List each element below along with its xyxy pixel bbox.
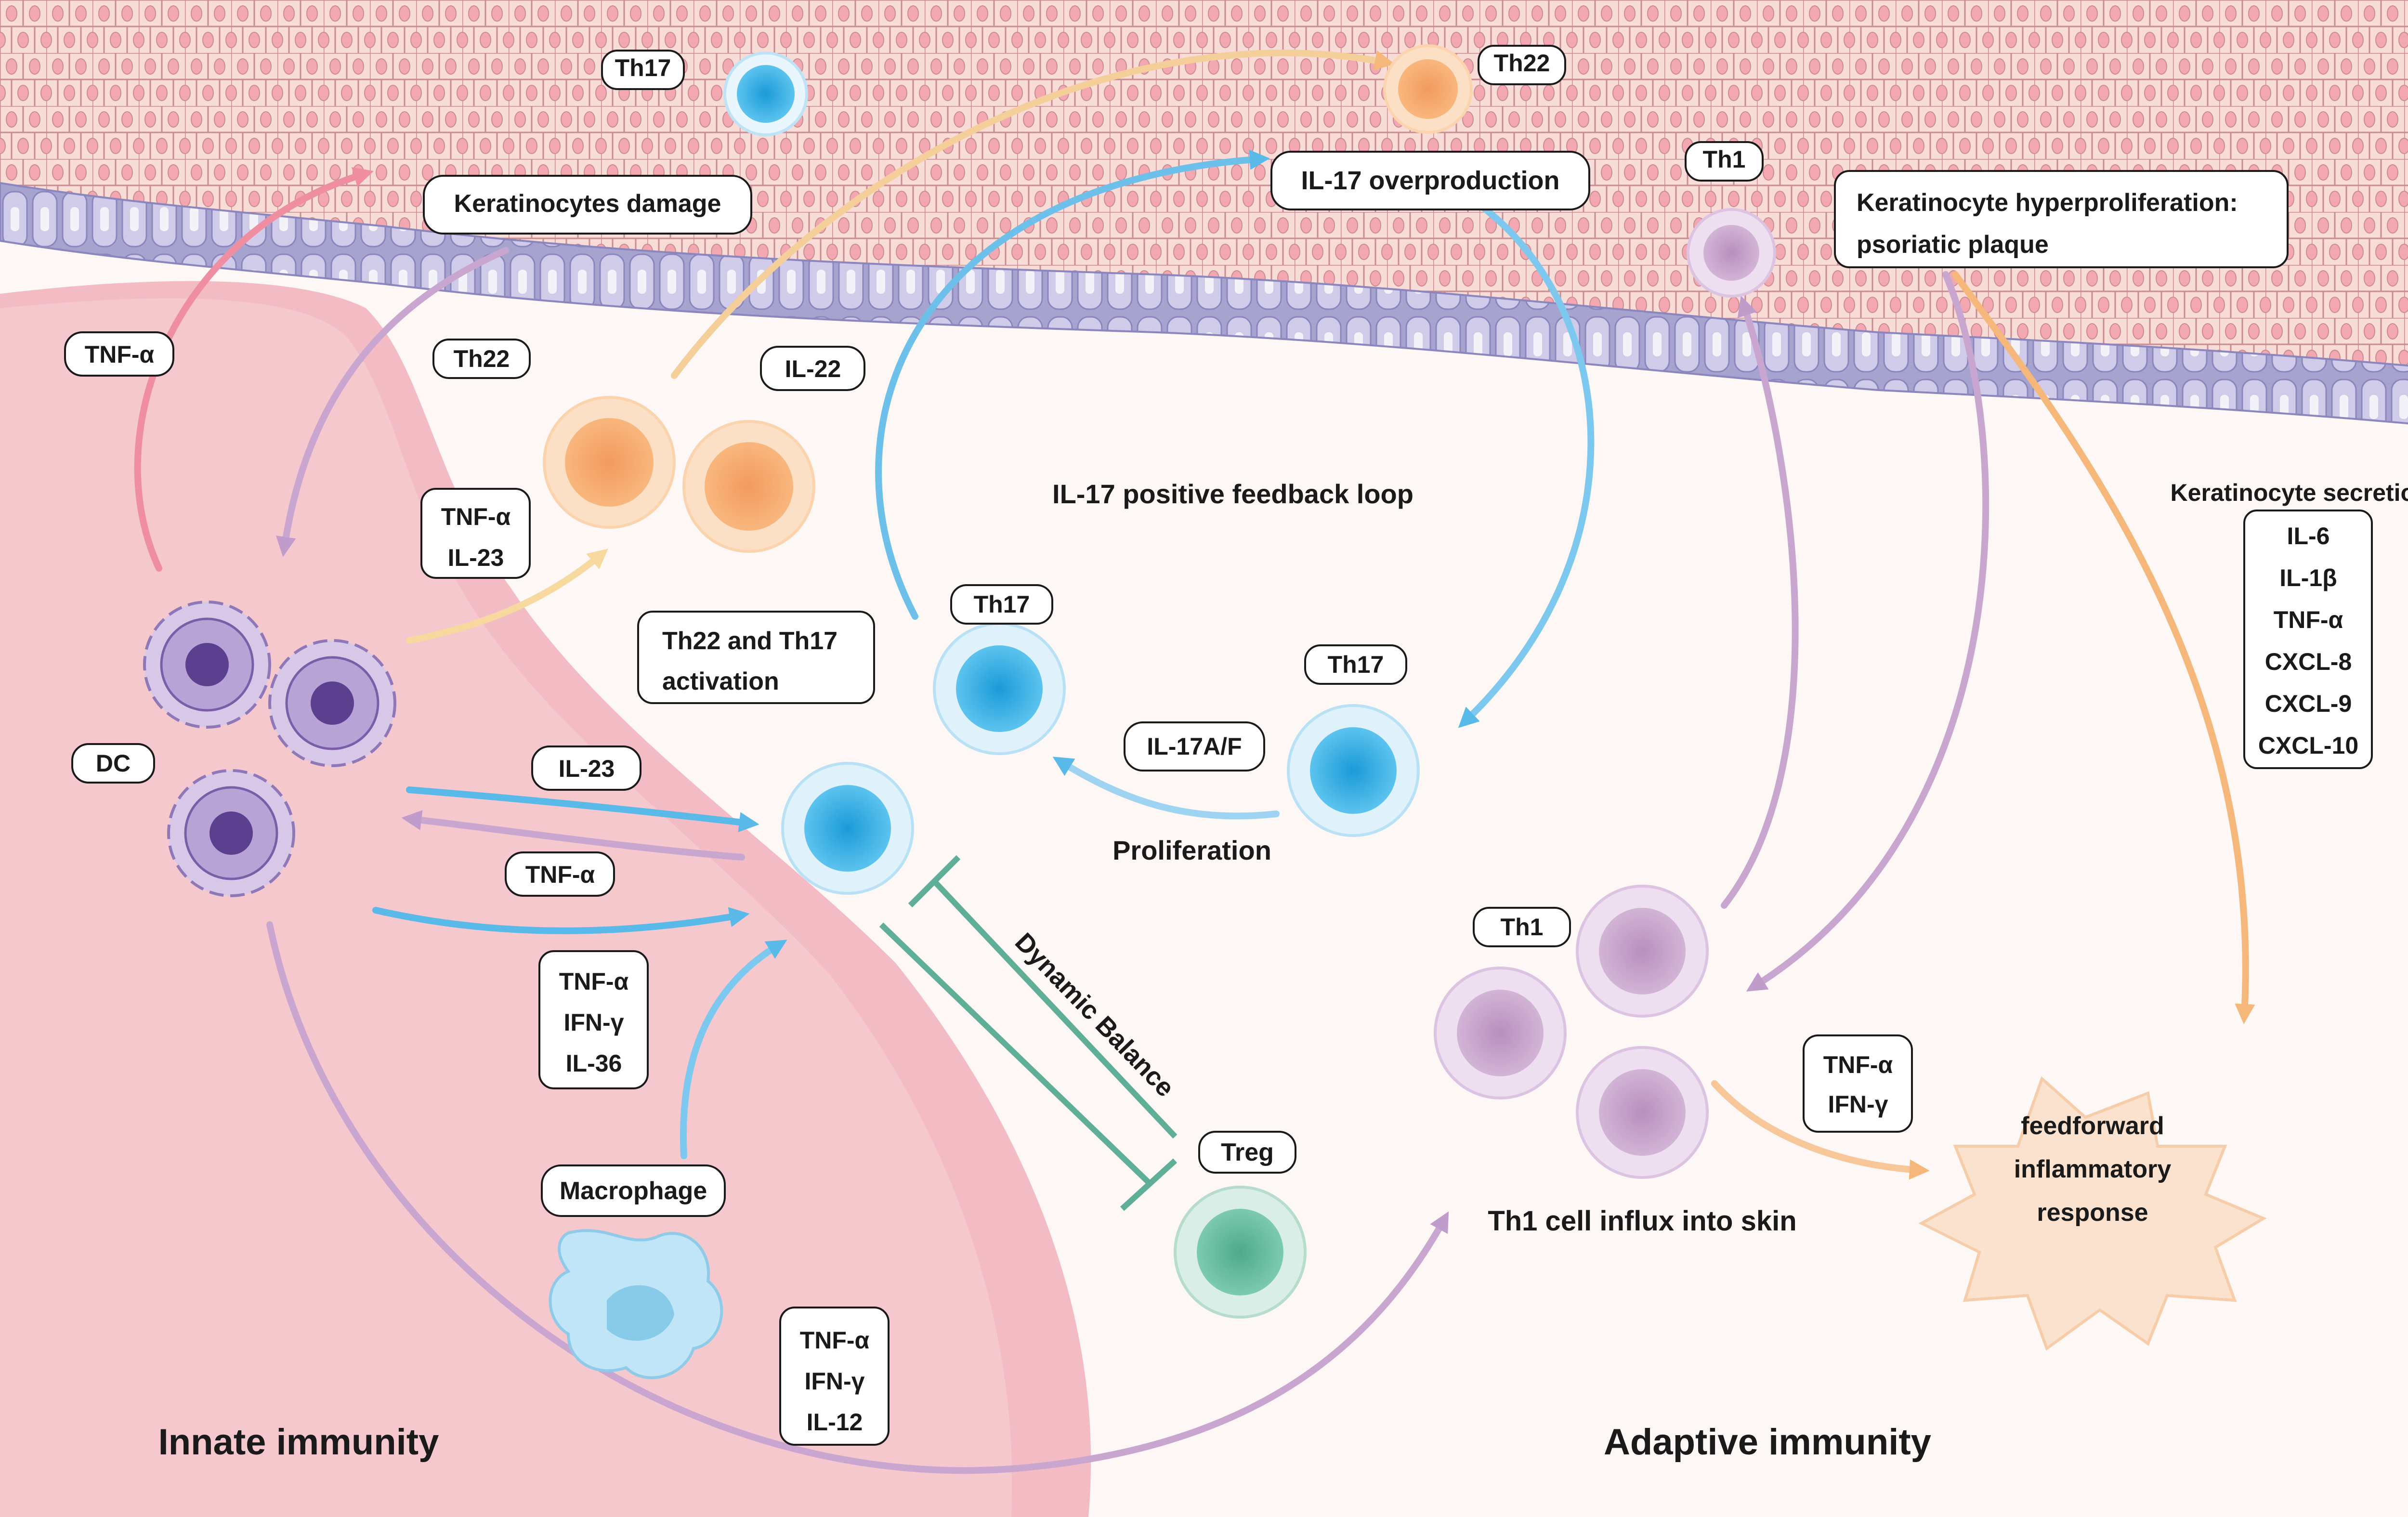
labels: Th17 Th22 Th1 Keratinocytes damage IL-17… bbox=[64, 45, 2408, 1463]
dc-to-th22-arrow bbox=[406, 549, 608, 644]
label-secretion-3: CXCL-8 bbox=[2265, 648, 2352, 675]
label-th1-top: Th1 bbox=[1703, 146, 1746, 173]
keratinocytes-to-dc-arrow bbox=[275, 247, 509, 557]
label-tnf-mid: TNF-α bbox=[525, 861, 595, 888]
dendritic-cell-2 bbox=[268, 639, 396, 767]
label-tnf-ifn-il36-1: TNF-α bbox=[559, 968, 629, 995]
label-secretion-0: IL-6 bbox=[2287, 523, 2330, 549]
dendritic-cell-1 bbox=[143, 601, 271, 729]
label-th17-left: Th17 bbox=[974, 591, 1030, 618]
th22-to-top-arrow bbox=[671, 50, 1395, 379]
label-tnf-il23-2: IL-23 bbox=[448, 544, 504, 571]
label-th22-mid: Th22 bbox=[454, 345, 510, 372]
label-il17-overproduction: IL-17 overproduction bbox=[1301, 166, 1559, 195]
label-feedforward-line2: inflammatory bbox=[2014, 1155, 2172, 1183]
label-activation-line2: activation bbox=[662, 667, 779, 695]
label-adaptive-immunity: Adaptive immunity bbox=[1604, 1422, 1931, 1463]
keratinocyte-layer bbox=[0, 0, 2408, 390]
cell-th1-c bbox=[1576, 1046, 1709, 1179]
cell-th17-right bbox=[1287, 704, 1420, 837]
label-tnf-ifn-il12-3: IL-12 bbox=[807, 1409, 863, 1436]
secretions-arrow bbox=[1952, 271, 2255, 1024]
cell-naive-t bbox=[781, 762, 914, 895]
macrophage-cell bbox=[549, 1229, 723, 1379]
cell-th22-top bbox=[1383, 44, 1473, 134]
label-secretion-2: TNF-α bbox=[2274, 606, 2343, 633]
arrows bbox=[134, 50, 2255, 1474]
label-secretion-5: CXCL-10 bbox=[2258, 732, 2358, 759]
label-secretion-1: IL-1β bbox=[2279, 564, 2337, 591]
label-feedforward-line3: response bbox=[2037, 1199, 2148, 1227]
cell-th22-left bbox=[543, 396, 676, 529]
label-innate-immunity: Innate immunity bbox=[158, 1422, 439, 1463]
label-il17-loop: IL-17 positive feedback loop bbox=[1052, 479, 1413, 509]
cell-treg bbox=[1174, 1186, 1307, 1319]
label-il23: IL-23 bbox=[559, 755, 615, 782]
label-hyperproliferation-line1: Keratinocyte hyperproliferation: bbox=[1857, 189, 2238, 217]
label-hyperproliferation-line2: psoriatic plaque bbox=[1857, 231, 2049, 259]
cell-th1-b bbox=[1434, 967, 1567, 1099]
label-dc: DC bbox=[96, 750, 131, 777]
label-th17-top: Th17 bbox=[615, 54, 671, 81]
treg-inhibits-th17-bar bbox=[908, 855, 961, 908]
il17af-arrow bbox=[1052, 757, 1280, 820]
il17-to-th17-arrow bbox=[1441, 180, 1595, 728]
feedforward-burst bbox=[1918, 1076, 2267, 1351]
il23-arrow bbox=[406, 786, 759, 832]
label-tnf-ifn-il12-1: TNF-α bbox=[800, 1327, 870, 1354]
label-tnf-ifn-th1-2: IFN-γ bbox=[1828, 1091, 1888, 1118]
label-proliferation: Proliferation bbox=[1112, 835, 1271, 865]
label-th22-top: Th22 bbox=[1494, 50, 1550, 77]
label-tnf-ifn-th1-1: TNF-α bbox=[1823, 1051, 1893, 1078]
treg-inhibits-th17-line bbox=[932, 879, 1178, 1139]
th17-inhibits-treg-bar bbox=[1120, 1158, 1178, 1211]
label-tnf-ifn-il12-2: IFN-γ bbox=[805, 1368, 865, 1395]
cell-th22-right bbox=[682, 420, 815, 553]
th17-inhibits-treg-line bbox=[879, 922, 1153, 1187]
cell-th17-top bbox=[723, 52, 808, 136]
innate-region-highlight bbox=[0, 298, 1012, 1517]
label-th17-right: Th17 bbox=[1328, 651, 1384, 678]
th17-to-il17-arrow bbox=[875, 149, 1270, 620]
th1-to-feedforward-arrow bbox=[1711, 1080, 1930, 1180]
label-tnf-top: TNF-α bbox=[85, 341, 155, 368]
dendritic-cell-3 bbox=[167, 769, 295, 897]
cell-th1-a bbox=[1576, 885, 1709, 1018]
dc-to-th1-arrow bbox=[266, 921, 1449, 1474]
label-treg: Treg bbox=[1221, 1138, 1274, 1166]
label-secretion-4: CXCL-9 bbox=[2265, 690, 2352, 717]
cell-th1-top bbox=[1687, 208, 1776, 298]
label-tnf-ifn-il36-2: IFN-γ bbox=[564, 1009, 624, 1036]
label-activation-line1: Th22 and Th17 bbox=[662, 627, 838, 655]
macrophage-arrow bbox=[680, 940, 787, 1159]
label-tnf-il23-1: TNF-α bbox=[441, 503, 511, 530]
tnf-ifn-il36-arrow bbox=[372, 907, 750, 934]
cell-th17-left bbox=[933, 622, 1066, 755]
th1-to-top-arrow bbox=[1721, 296, 1799, 909]
label-th1-cluster: Th1 bbox=[1501, 914, 1544, 941]
label-tnf-ifn-il36-3: IL-36 bbox=[566, 1050, 622, 1077]
basal-cell-layer bbox=[0, 182, 2408, 425]
label-il17af: IL-17A/F bbox=[1147, 733, 1242, 760]
label-macrophage: Macrophage bbox=[560, 1177, 707, 1205]
plaque-to-th1-arrow bbox=[1746, 271, 1989, 992]
label-feedforward-line1: feedforward bbox=[2021, 1112, 2164, 1140]
label-il22: IL-22 bbox=[785, 355, 841, 382]
tnf-back-arrow bbox=[401, 810, 745, 861]
label-th1-influx: Th1 cell influx into skin bbox=[1488, 1205, 1796, 1237]
label-keratinocyte-secretions: Keratinocyte secretions bbox=[2171, 479, 2408, 506]
label-keratinocytes-damage: Keratinocytes damage bbox=[454, 190, 721, 218]
dynamic-balance-lines bbox=[879, 855, 1178, 1211]
